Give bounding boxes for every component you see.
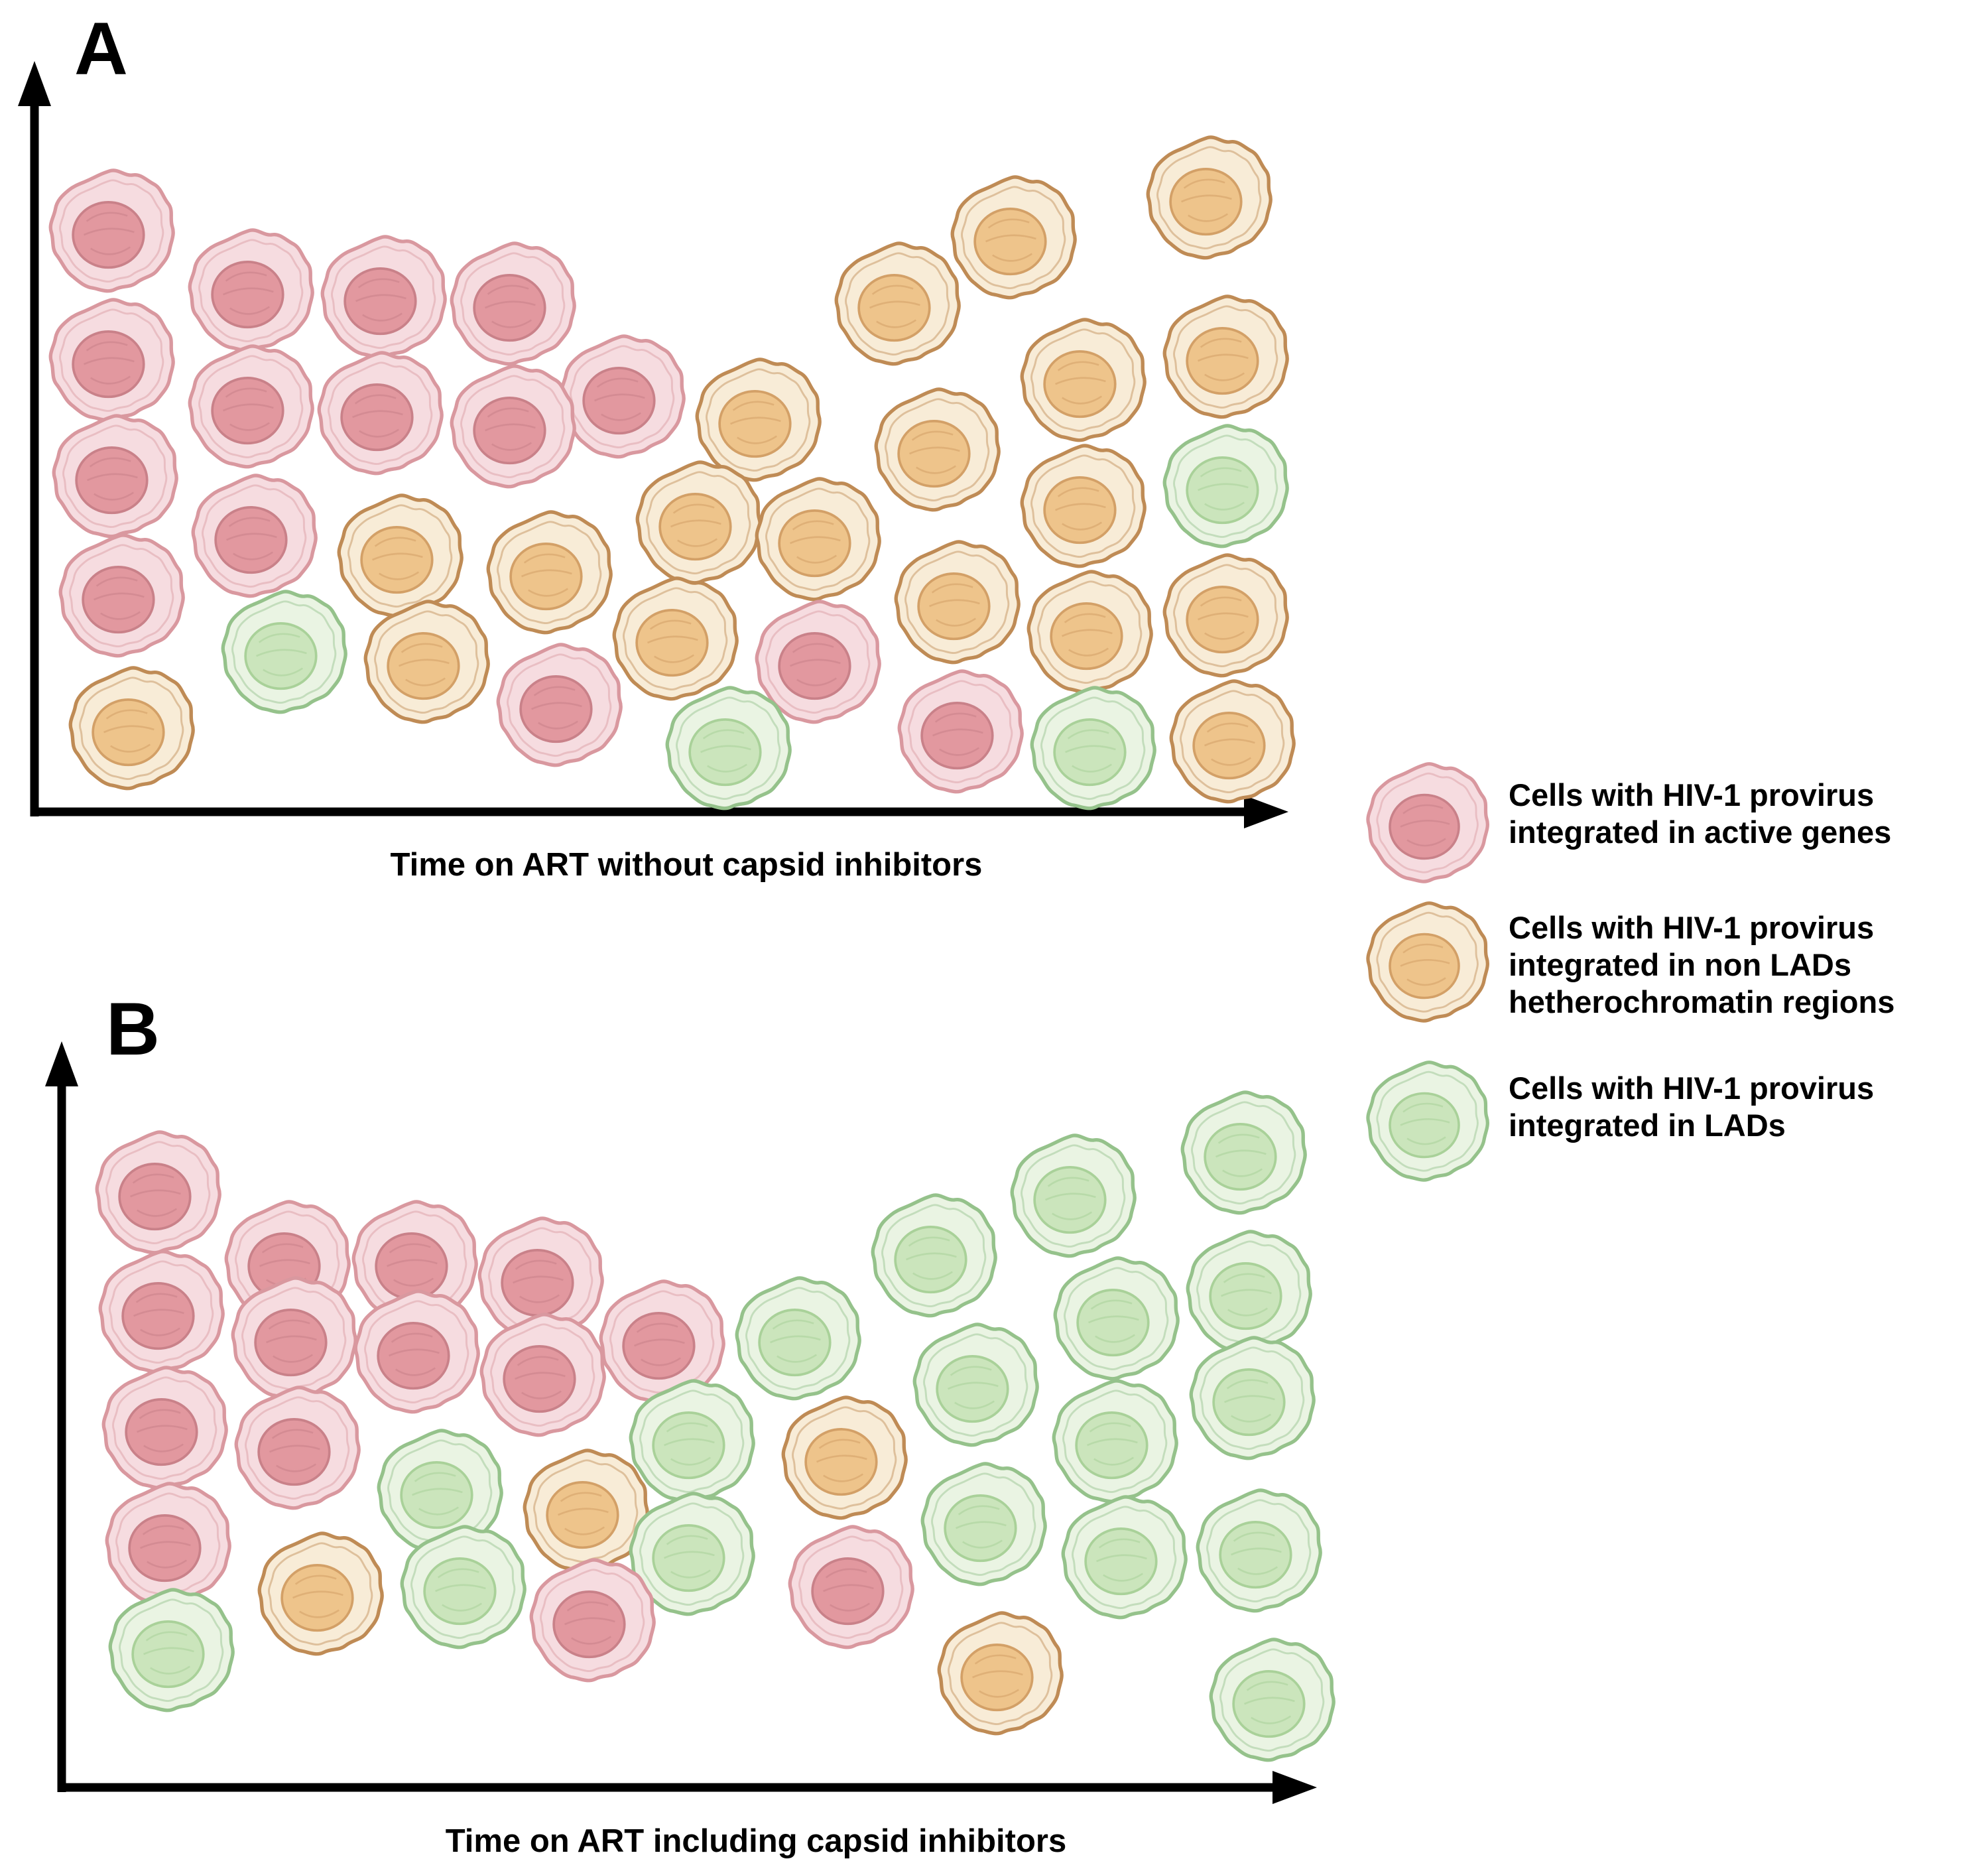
cell-lad — [1211, 1639, 1334, 1760]
panel-a-y-axis-arrowhead — [18, 61, 51, 106]
cell-nonlad — [952, 176, 1076, 298]
cell-active — [452, 365, 575, 487]
cell-nonlad — [339, 495, 462, 616]
legend-swatch-active-genes-cell — [1359, 756, 1492, 892]
cell-lad — [223, 591, 346, 712]
cell-nonlad — [697, 359, 820, 480]
cell-lad — [1182, 1092, 1306, 1213]
legend-label-line: Cells with HIV-1 provirus — [1509, 910, 1875, 945]
cell-nonlad — [939, 1612, 1062, 1734]
legend-entry-lads: Cells with HIV-1 provirus integrated in … — [1359, 1055, 1874, 1191]
panel-a-x-axis-arrowhead — [1244, 795, 1288, 828]
cell-active — [60, 535, 184, 656]
panel-b-x-axis-arrowhead — [1273, 1771, 1317, 1804]
cell-lad — [737, 1277, 860, 1399]
legend-label-line: integrated in LADs — [1509, 1108, 1786, 1143]
legend-label-line: Cells with HIV-1 provirus — [1509, 1070, 1875, 1106]
cell-active — [100, 1251, 223, 1372]
legend-label-line: integrated in non LADs — [1509, 947, 1851, 982]
cell-nonlad — [637, 462, 761, 583]
cell-lad — [667, 687, 790, 808]
cell-lad — [1012, 1135, 1135, 1256]
cell-nonlad — [1171, 680, 1294, 802]
cell-lad — [631, 1380, 754, 1502]
cell-active — [355, 1291, 479, 1412]
cell-active — [233, 1277, 356, 1399]
cell-nonlad — [836, 243, 960, 364]
legend-label-lads: Cells with HIV-1 provirus integrated in … — [1509, 1055, 1874, 1144]
cell-nonlad — [525, 1450, 648, 1571]
cell-lad — [1054, 1380, 1177, 1502]
legend-label-line: hetherochromatin regions — [1509, 984, 1895, 1019]
cell-active — [531, 1559, 654, 1681]
cell-lad — [110, 1589, 233, 1711]
cell-nonlad — [488, 511, 611, 633]
cell-active — [452, 243, 575, 364]
legend-label-line: Cells with HIV-1 provirus — [1509, 777, 1875, 812]
cell-active — [498, 644, 621, 765]
cell-nonlad — [365, 601, 489, 722]
cell-active — [561, 336, 684, 457]
panel-b-y-axis-arrowhead — [45, 1041, 78, 1086]
cell-lad — [873, 1195, 996, 1316]
legend-label-active-genes: Cells with HIV-1 provirus integrated in … — [1509, 756, 1891, 851]
cell-lad — [1055, 1258, 1178, 1379]
panel-b-cells — [97, 1092, 1334, 1760]
panel-b-axis-label: Time on ART including capsid inhibitors — [446, 1823, 1066, 1859]
cell-nonlad — [259, 1533, 383, 1654]
cell-active — [97, 1131, 220, 1253]
cell-lad — [1198, 1490, 1321, 1611]
legend-entry-active-genes: Cells with HIV-1 provirus integrated in … — [1359, 756, 1891, 892]
cell-nonlad — [757, 478, 880, 600]
legend-label-line: integrated in active genes — [1509, 814, 1892, 850]
cell-lad — [914, 1324, 1038, 1445]
cell-nonlad — [783, 1397, 906, 1518]
panel-a-axes — [18, 61, 1288, 828]
legend-swatch-lads-cell — [1359, 1055, 1492, 1191]
cell-active — [236, 1387, 359, 1508]
panel-a-axis-label: Time on ART without capsid inhibitors — [391, 847, 983, 883]
cell-active — [319, 352, 442, 474]
cell-active — [322, 236, 446, 357]
legend-entry-non-lads: Cells with HIV-1 provirus integrated in … — [1359, 895, 1895, 1031]
cell-nonlad — [1028, 571, 1152, 692]
cell-active — [50, 170, 174, 291]
panel-b-axes — [45, 1041, 1317, 1804]
cell-lad — [1032, 687, 1155, 808]
cell-nonlad — [614, 578, 737, 699]
cell-nonlad — [876, 389, 999, 510]
legend-swatch-non-lads-cell — [1359, 895, 1492, 1031]
cell-lad — [402, 1526, 525, 1647]
legend-label-non-lads: Cells with HIV-1 provirus integrated in … — [1509, 895, 1895, 1021]
cell-nonlad — [1164, 554, 1288, 676]
cell-nonlad — [896, 541, 1019, 663]
panel-b-letter: B — [106, 988, 160, 1070]
cell-nonlad — [1022, 445, 1145, 566]
cell-active — [190, 229, 313, 351]
cell-active — [50, 299, 174, 420]
cell-nonlad — [1148, 137, 1271, 258]
cell-active — [899, 671, 1023, 792]
cell-lad — [1188, 1231, 1311, 1352]
cell-nonlad — [1164, 296, 1288, 417]
cell-active — [103, 1367, 227, 1488]
cell-active — [54, 415, 177, 537]
cell-nonlad — [1022, 319, 1145, 440]
cell-active — [481, 1314, 605, 1435]
panel-a-letter: A — [74, 7, 128, 90]
cell-active — [790, 1526, 913, 1647]
cell-lad — [1063, 1496, 1186, 1618]
cell-lad — [1164, 425, 1288, 547]
cell-active — [107, 1483, 230, 1604]
cell-active — [190, 346, 313, 467]
cell-active — [193, 475, 316, 596]
panel-a-cells — [50, 137, 1294, 808]
cell-nonlad — [70, 667, 194, 789]
cell-lad — [922, 1463, 1046, 1584]
cell-lad — [1191, 1337, 1314, 1458]
